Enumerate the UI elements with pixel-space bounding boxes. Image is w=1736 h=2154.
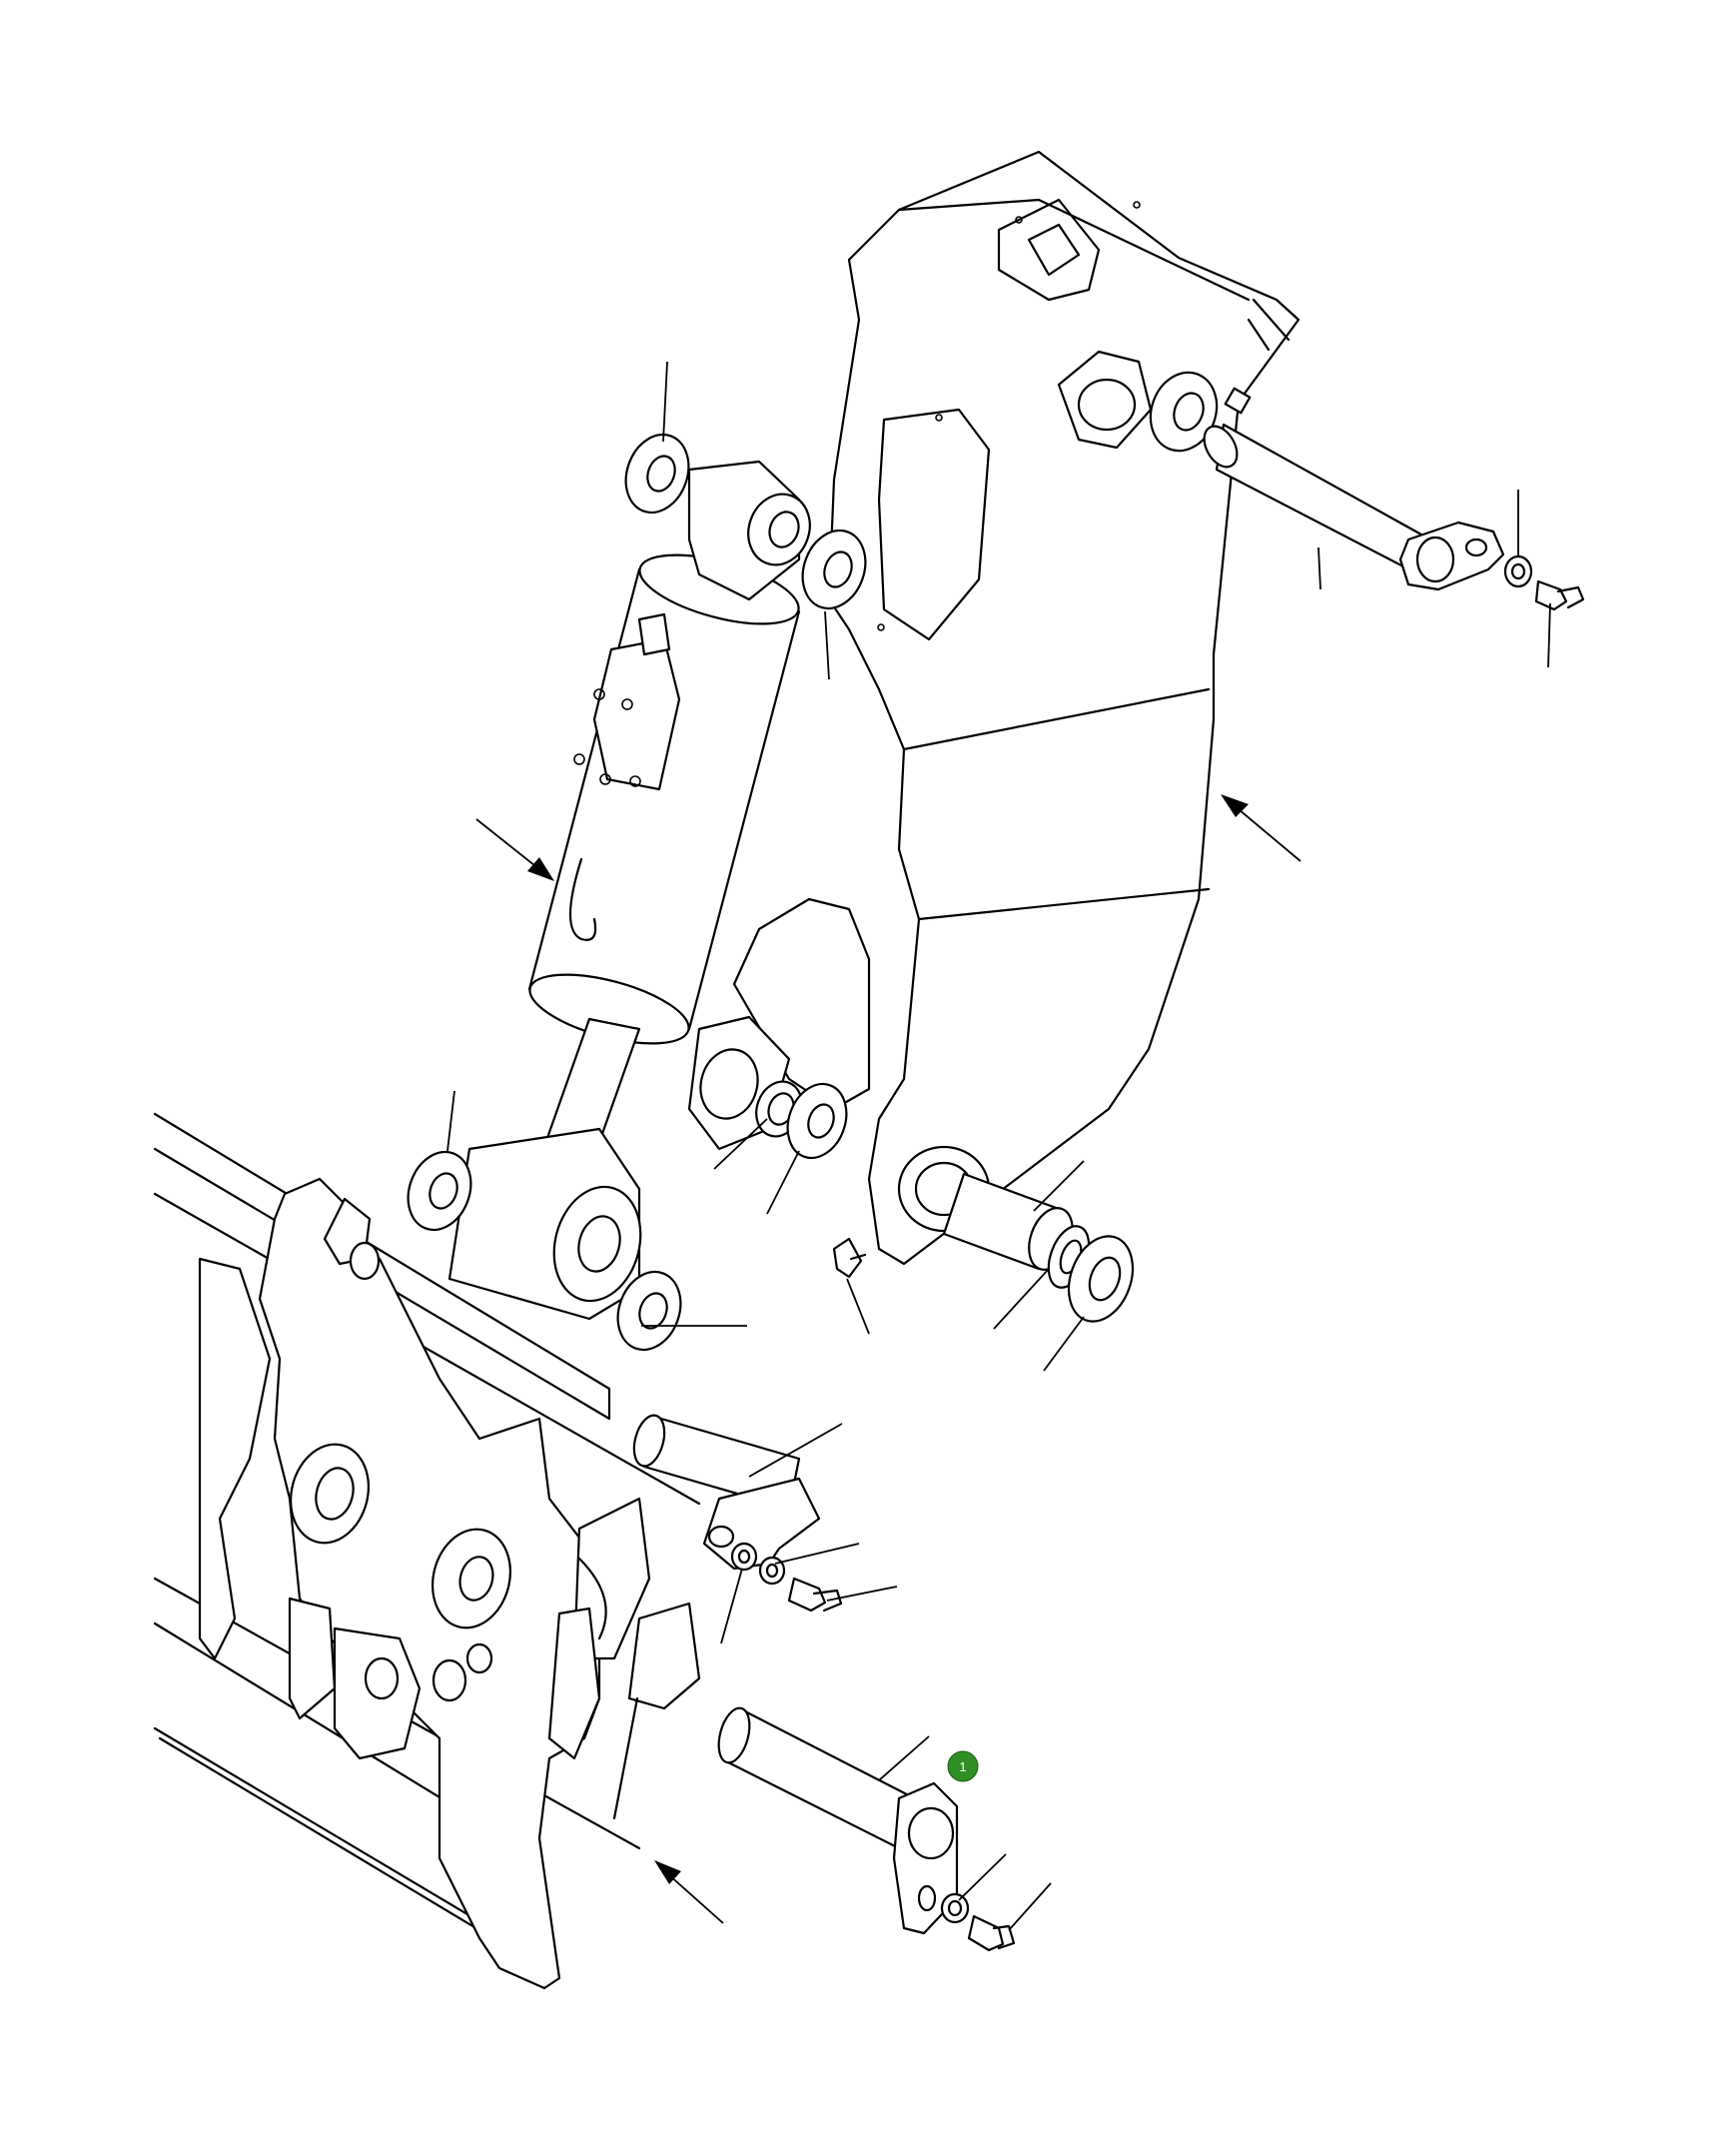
washers-cylinder — [407, 433, 867, 1352]
arrow-coupler — [654, 1860, 724, 1924]
boss-and-bushings — [687, 1015, 1135, 1323]
callout-badge-label: 1 — [959, 1759, 966, 1774]
direction-arrows — [475, 794, 1302, 1924]
middle-pin-assembly — [632, 1414, 843, 1613]
callout-badge-circle[interactable] — [947, 1750, 979, 1782]
leader-lines — [446, 361, 1551, 1931]
arrow-cylinder — [475, 818, 554, 881]
arrow-boom — [1221, 794, 1302, 862]
callout-badge-1[interactable]: 1 — [947, 1750, 979, 1782]
quick-coupler-frame — [153, 1112, 701, 1990]
upper-pin-assembly — [1149, 371, 1585, 611]
lower-pin-assembly — [717, 1706, 1016, 1952]
hydraulic-cylinder — [447, 460, 811, 1321]
